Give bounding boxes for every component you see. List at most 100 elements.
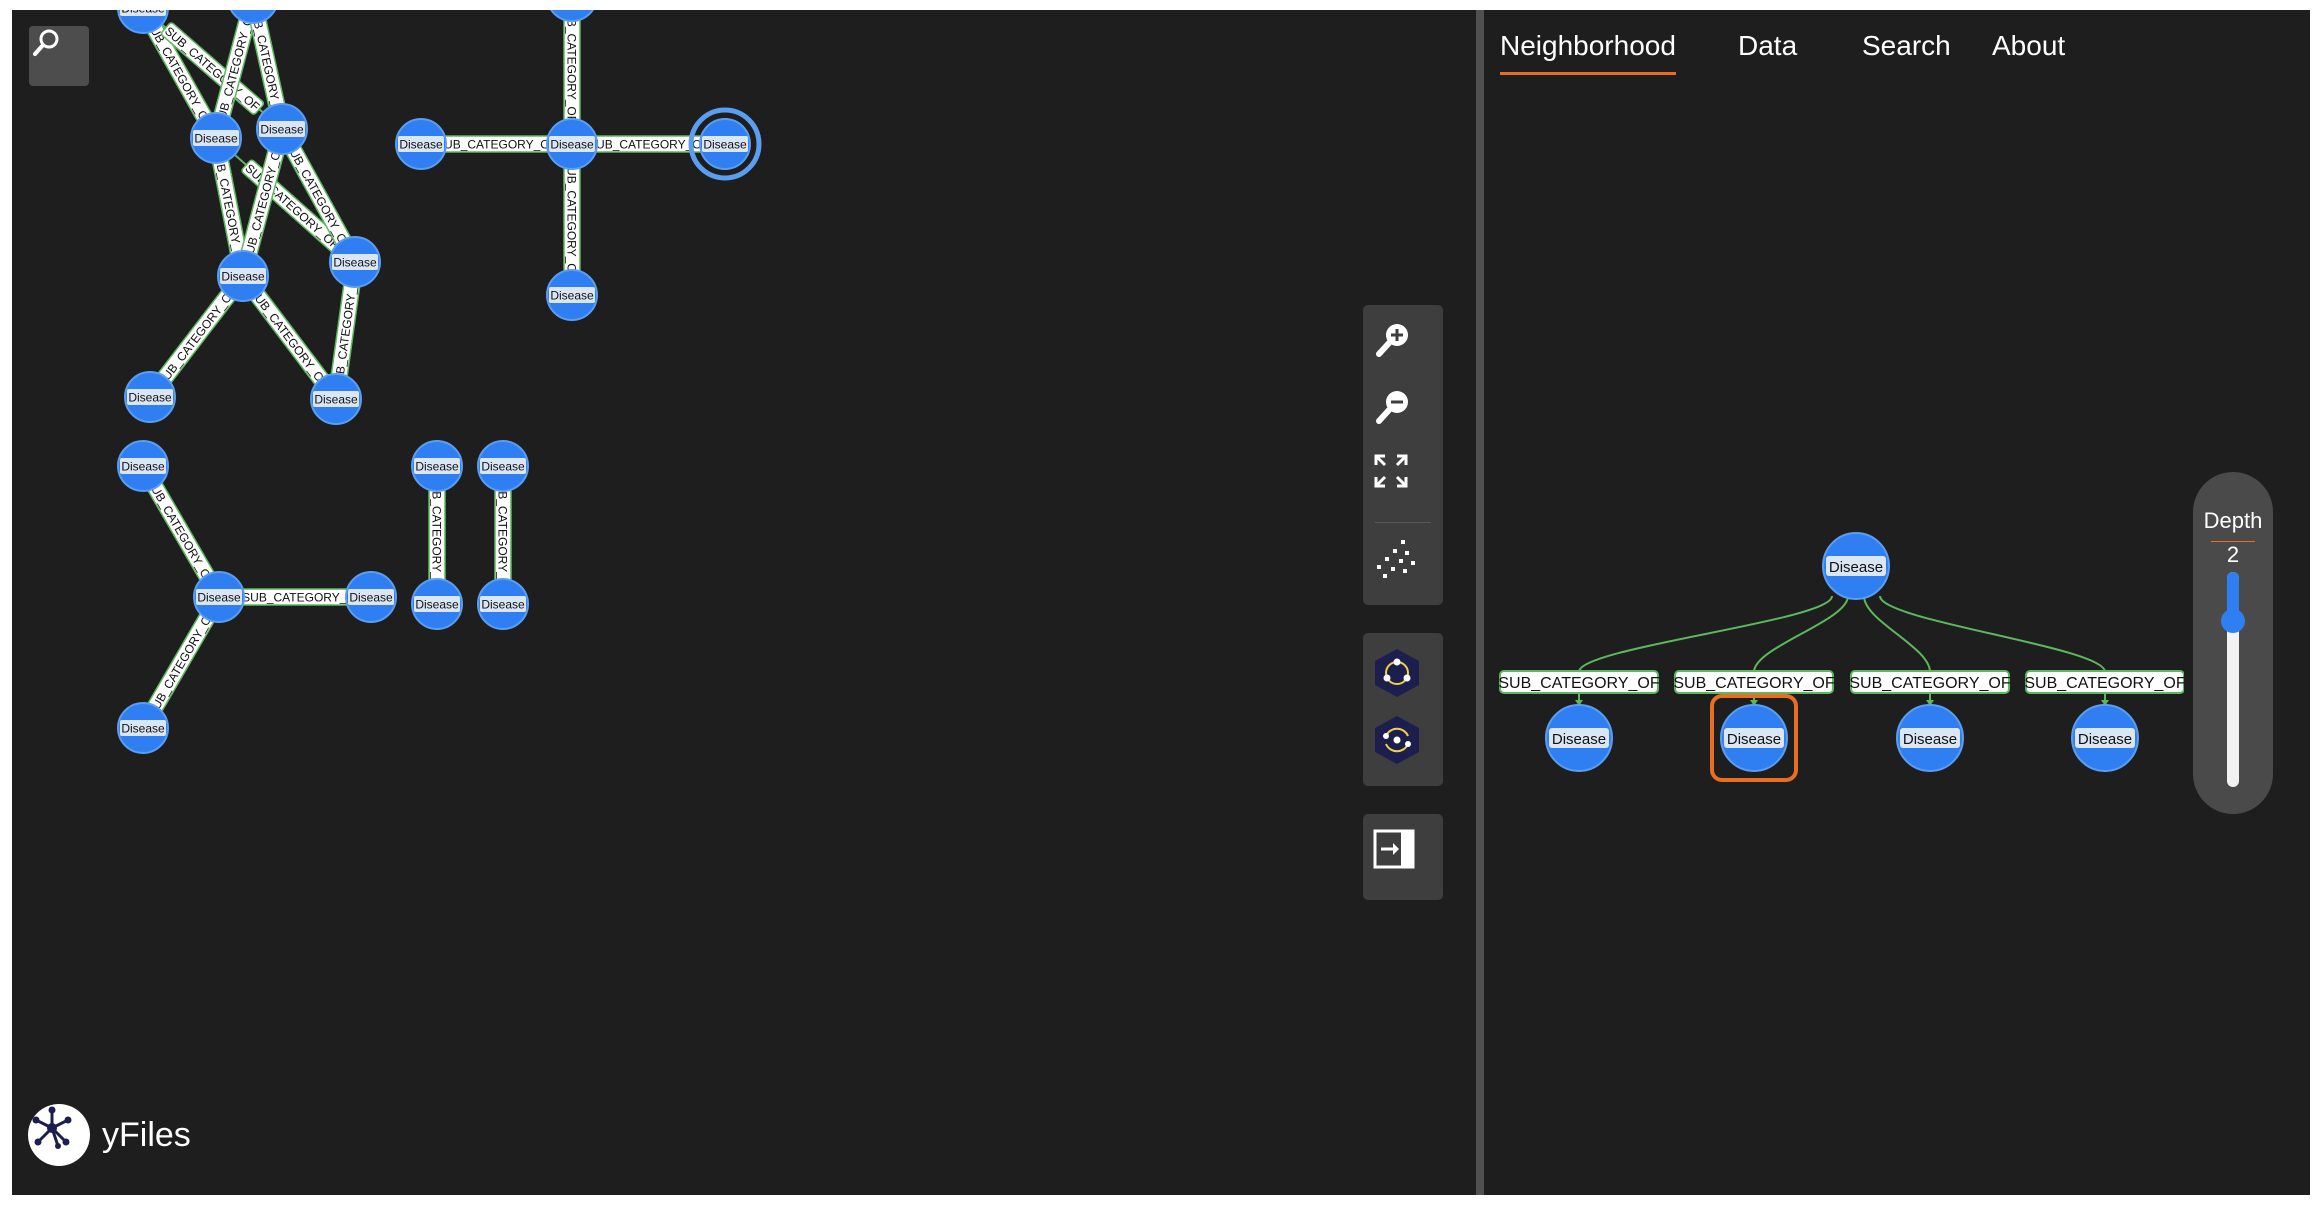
highlight-ring — [688, 107, 762, 181]
graph-node[interactable]: Disease — [547, 10, 597, 22]
node-label: Disease — [1727, 731, 1781, 748]
graph-node[interactable]: Disease — [477, 578, 529, 630]
toggle-panel-icon — [1373, 829, 1415, 869]
tab-search[interactable]: Search — [1862, 30, 1951, 61]
circular-layout-button[interactable] — [1373, 648, 1433, 704]
graph-node[interactable]: Disease — [345, 571, 397, 623]
layout-button[interactable] — [1373, 537, 1433, 593]
search-button[interactable] — [29, 26, 89, 86]
fit-content-button[interactable] — [1373, 453, 1433, 509]
edge-label-text: SUB_CATEGORY_OF — [247, 285, 331, 390]
depth-slider[interactable] — [2221, 572, 2245, 787]
depth-slider-panel: Depth 2 — [2193, 472, 2273, 814]
edge-label-text: SUB_CATEGORY_OF — [430, 475, 444, 596]
tab-neighborhood[interactable]: Neighborhood — [1500, 30, 1676, 75]
neighborhood-edge[interactable] — [1879, 595, 2106, 705]
node-label: Disease — [1552, 731, 1606, 748]
neighborhood-edge[interactable] — [1863, 595, 1931, 705]
zoom-out-button[interactable] — [1373, 387, 1433, 443]
neighborhood-child-node[interactable]: Disease — [1545, 704, 1613, 772]
neighborhood-child-node[interactable]: Disease — [1720, 704, 1788, 772]
graph-node[interactable]: Disease — [546, 269, 598, 321]
toggle-panel-button[interactable] — [1373, 829, 1433, 885]
toolbar-separator — [1375, 522, 1431, 523]
node-label: Disease — [550, 289, 594, 303]
node-label: Disease — [1903, 731, 1957, 748]
search-icon — [33, 29, 59, 56]
edge-label-text: SUB_CATEGORY_OF — [155, 285, 240, 389]
neighborhood-child-node[interactable]: Disease — [1896, 704, 1964, 772]
node-label: Disease — [314, 393, 358, 407]
neighborhood-edge[interactable] — [1578, 595, 1833, 705]
graph-node[interactable]: Disease — [411, 440, 463, 492]
edge-label: SUB_CATEGORY_OF — [428, 472, 446, 598]
neighborhood-edges: SUB_CATEGORY_OF SUB_CATEGORY_OF SUB_CATEGO… — [1498, 595, 2184, 706]
edge-label: SUB_CATEGORY_OF — [239, 588, 366, 606]
zoom-toolbar — [1363, 305, 1443, 605]
graph-node[interactable]: Disease — [117, 10, 169, 34]
graph-node[interactable]: Disease — [190, 112, 242, 164]
node-label: Disease — [481, 460, 525, 474]
graph-node-highlighted[interactable]: Disease — [688, 107, 762, 181]
node-label: Disease — [221, 270, 265, 284]
node-label: Disease — [703, 138, 747, 152]
tab-data[interactable]: Data — [1738, 30, 1798, 61]
depth-underline — [2211, 541, 2255, 542]
graph-node[interactable]: Disease — [546, 118, 598, 170]
radial-layout-icon — [1375, 716, 1419, 764]
graph-node[interactable]: Disease — [193, 571, 245, 623]
edge-label-text: SUB_CATEGORY_OF — [145, 607, 218, 719]
edge-label-text: SUB_CATEGORY_OF — [242, 591, 363, 605]
panel-tabs: Neighborhood Data Search About — [1484, 10, 2310, 82]
graph-node[interactable]: Disease — [411, 578, 463, 630]
zoom-in-icon — [1376, 324, 1408, 357]
node-label: Disease — [550, 138, 594, 152]
neighborhood-graph[interactable]: SUB_CATEGORY_OF SUB_CATEGORY_OF SUB_CATEGO… — [1484, 510, 2184, 810]
neighborhood-edge-label: SUB_CATEGORY_OF — [1849, 670, 2011, 694]
depth-label: Depth — [2203, 508, 2263, 533]
graph-node[interactable]: Disease — [329, 236, 381, 288]
circular-layout-icon — [1375, 649, 1419, 697]
depth-slider-thumb[interactable] — [2221, 609, 2245, 633]
neighborhood-child-node[interactable]: Disease — [2071, 704, 2139, 772]
selection-frame — [1710, 694, 1798, 782]
organic-layout-icon — [1377, 540, 1415, 578]
graph-node[interactable]: Disease — [117, 440, 169, 492]
graph-node[interactable]: Disease — [256, 103, 308, 155]
edge-label-text: SUB_CATEGORY_OF — [1849, 675, 2010, 692]
node-label: Disease — [349, 591, 393, 605]
graph-node[interactable]: Disease — [477, 440, 529, 492]
depth-slider-fill — [2227, 572, 2239, 621]
panel-splitter[interactable] — [1476, 10, 1484, 1195]
fit-content-icon — [1374, 454, 1408, 488]
graph-node[interactable]: Disease — [310, 373, 362, 425]
node-label: Disease — [197, 591, 241, 605]
zoom-in-button[interactable] — [1373, 320, 1433, 376]
graph-node[interactable]: Disease — [395, 118, 447, 170]
edge-label: SUB_CATEGORY_OF — [143, 474, 219, 589]
node-label: Disease — [1829, 559, 1883, 576]
radial-layout-button[interactable] — [1373, 715, 1433, 771]
graph-svg[interactable]: SUB_CATEGORY_OFSUB_CATEGORY_OFSUB_CATEGO… — [12, 10, 1476, 1195]
edge-label-text: SUB_CATEGORY_OF — [1673, 675, 1834, 692]
tab-about[interactable]: About — [1992, 30, 2066, 61]
node-label: Disease — [128, 391, 172, 405]
edge-label-text: SUB_CATEGORY_OF — [565, 10, 579, 123]
graph-node[interactable]: Disease — [117, 702, 169, 754]
edge-label: SUB_CATEGORY_OF — [563, 10, 581, 126]
neighborhood-edge[interactable] — [1753, 595, 1849, 705]
node-label: Disease — [121, 460, 165, 474]
node-label: Disease — [194, 132, 238, 146]
graph-node[interactable]: Disease — [217, 250, 269, 302]
edge-label-text: SUB_CATEGORY_OF — [496, 475, 510, 596]
edge-label-text: SUB_CATEGORY_OF — [565, 159, 579, 280]
node-label: Disease — [415, 460, 459, 474]
graph-node[interactable]: Disease — [124, 371, 176, 423]
node-label: Disease — [121, 722, 165, 736]
neighborhood-root-node[interactable]: Disease — [1822, 532, 1890, 600]
node-label: Disease — [121, 10, 165, 16]
neighborhood-edge-label: SUB_CATEGORY_OF — [1498, 670, 1660, 694]
graph-node[interactable]: Disease — [228, 10, 278, 24]
